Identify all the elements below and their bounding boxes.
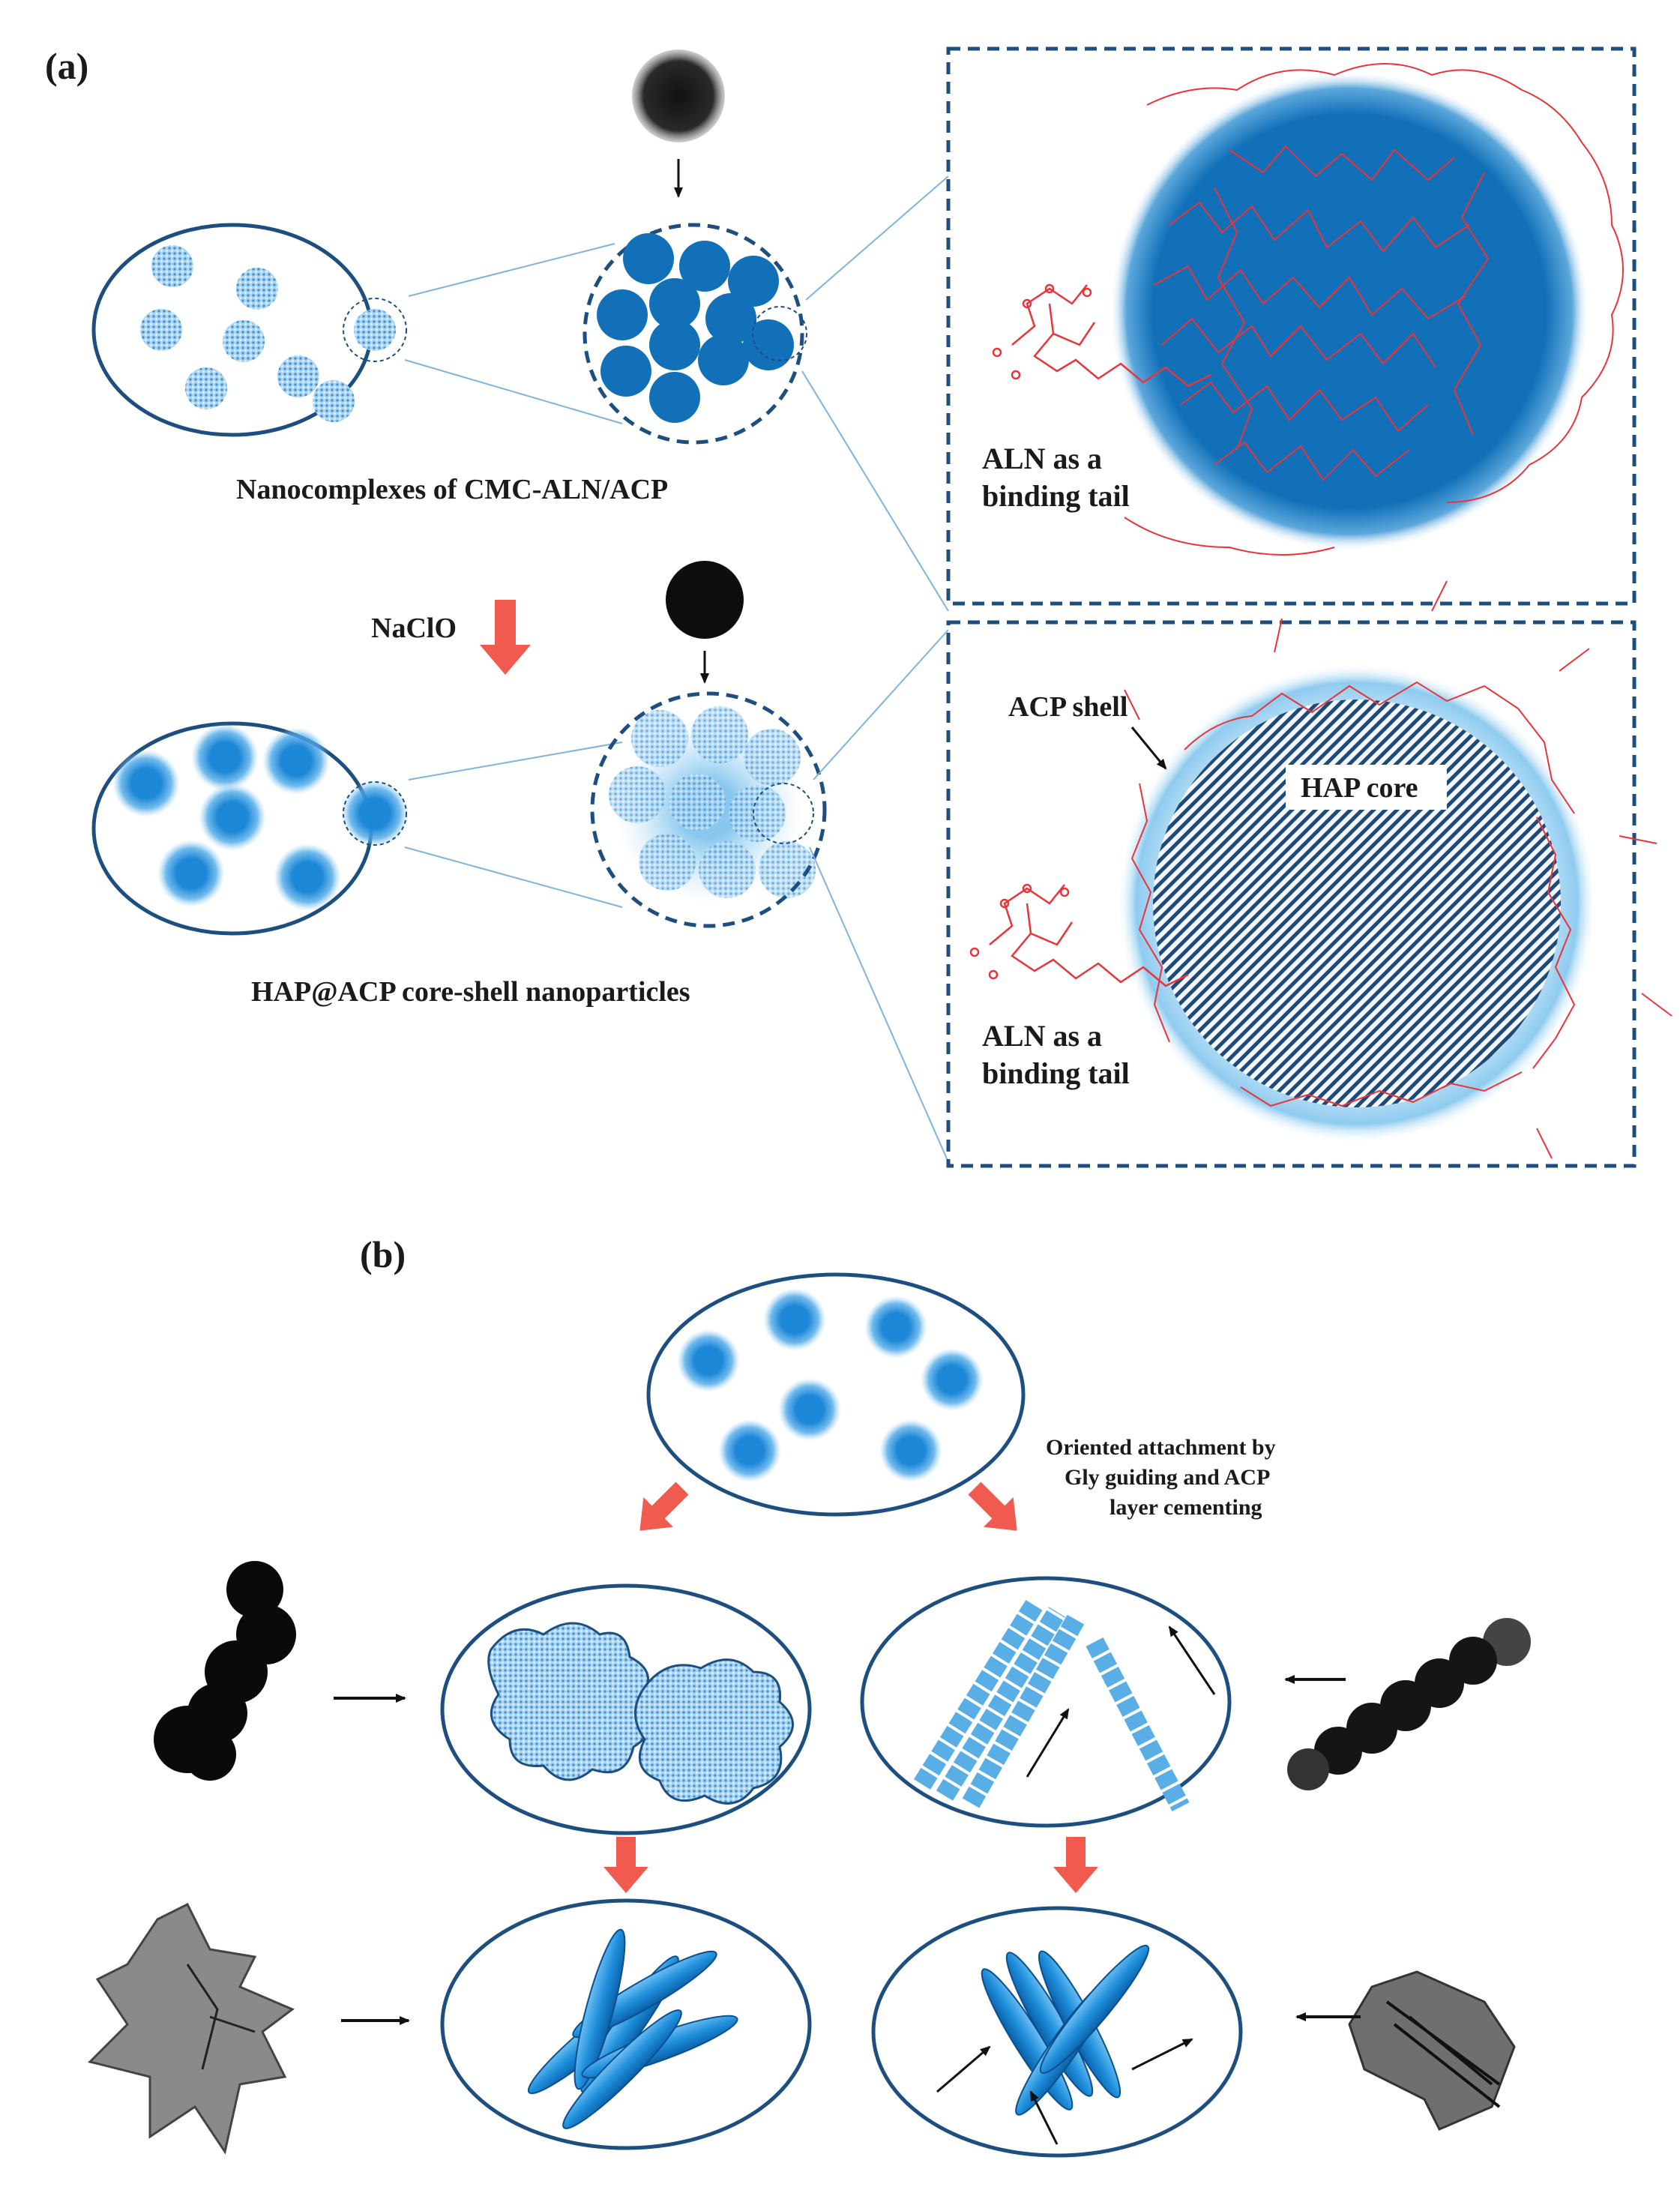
core-shell-cluster [590, 691, 827, 928]
orientation-arrow-icon-5 [1029, 2090, 1059, 2145]
caption-nanocomplexes: Nanocomplexes of CMC-ALN/ACP [236, 474, 668, 505]
aln-molecule [992, 283, 1211, 388]
random-rods-ellipse [440, 1898, 812, 2150]
aln-molecule-2 [969, 883, 1189, 987]
note-line-1: Oriented attachment by [1046, 1435, 1276, 1460]
note-line-3: layer cementing [1110, 1495, 1262, 1520]
note-line-2: Gly guiding and ACP [1065, 1465, 1270, 1490]
hap-core-label: HAP core [1301, 772, 1418, 804]
nanocomplex-ellipse [91, 223, 407, 437]
red-arrow-down-icon-2 [603, 1837, 648, 1893]
tem-particle-image [632, 49, 725, 142]
hap-core-label-bg [1286, 765, 1447, 810]
acp-shell-label: ACP shell [1008, 691, 1127, 723]
aln-tail-label-3: ALN as a [982, 1019, 1102, 1053]
orientation-arrow-icon-3 [936, 2045, 991, 2093]
orientation-arrow-icon-4 [1131, 2038, 1193, 2071]
red-arrow-down-icon-3 [1053, 1837, 1098, 1893]
orientation-arrow-icon-2 [1168, 1625, 1216, 1695]
surface-polymer-chains [1124, 580, 1673, 1159]
aln-tail-label-1: ALN as a [982, 442, 1102, 475]
hap-core [1153, 700, 1561, 1107]
aligned-rods-ellipse [871, 1906, 1243, 2158]
caption-core-shell: HAP@ACP core-shell nanoparticles [251, 976, 690, 1008]
oriented-chain-ellipse [860, 1576, 1232, 1828]
aln-tail-label-4: binding tail [982, 1056, 1130, 1090]
red-arrow-left-icon [639, 1481, 689, 1531]
core-shell-ellipse [91, 721, 409, 936]
tem-aggregate-image [154, 1561, 296, 1781]
cluster-dashed-circle [582, 223, 807, 445]
tem-chain-image [1287, 1618, 1531, 1790]
aggregate-ellipse [440, 1583, 812, 1835]
red-arrow-down-icon [480, 600, 531, 675]
aln-tail-label-2: binding tail [982, 479, 1130, 513]
start-ellipse [646, 1272, 1026, 1517]
tem-sheet-image [88, 1902, 295, 2155]
naclo-label: NaClO [371, 613, 457, 644]
tem-bundle-image [1348, 1970, 1516, 2131]
panel-a-label: (a) [45, 45, 88, 87]
orientation-arrow-icon [1026, 1708, 1070, 1778]
panel-b-label: (b) [360, 1233, 406, 1275]
red-arrow-right-icon [968, 1481, 1017, 1531]
tem-particle-image-2 [666, 561, 744, 639]
pointer-arrow-icon [1130, 727, 1167, 770]
cmc-aln-acp-particle [1110, 71, 1589, 551]
polymer-chains [1124, 63, 1624, 556]
